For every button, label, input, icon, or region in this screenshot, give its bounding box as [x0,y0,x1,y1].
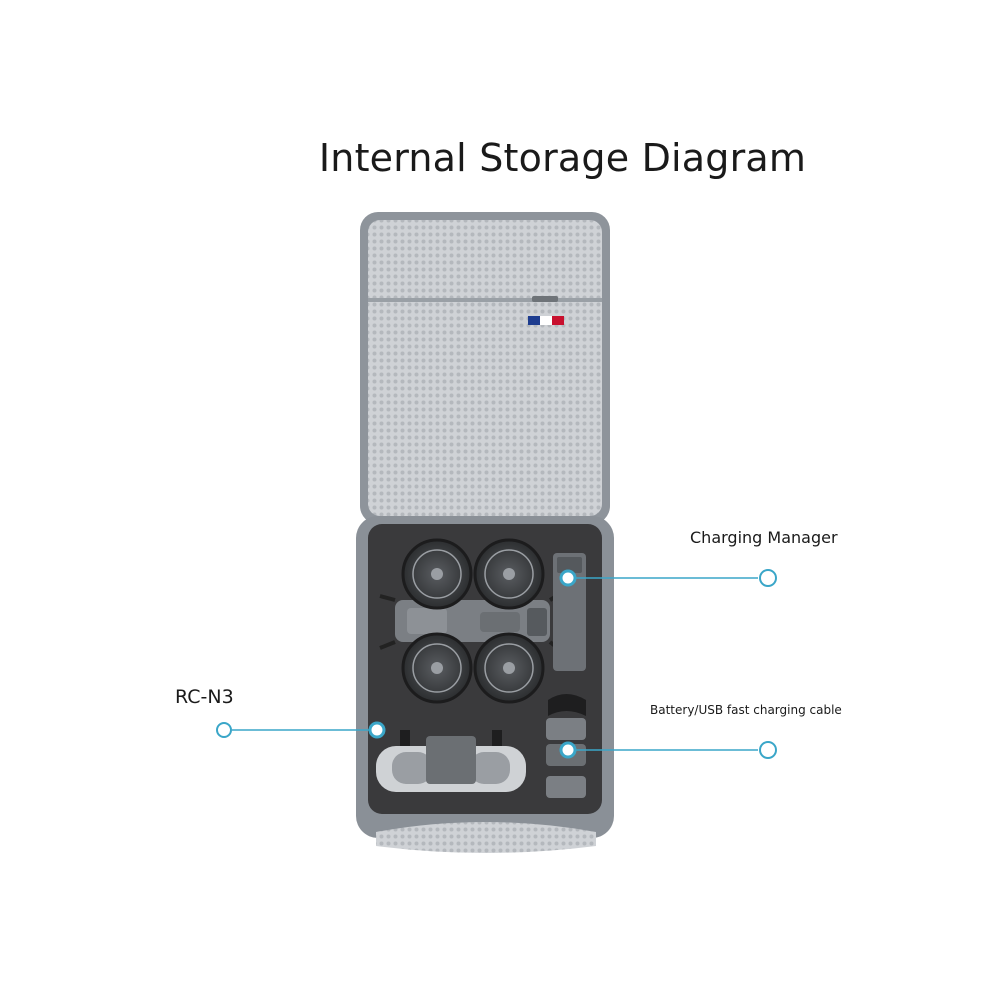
callout-battery-cable [559,741,777,759]
drone [379,538,562,704]
callout-endpoint-icon [759,569,777,587]
label-battery-cable: Battery/USB fast charging cable [650,703,842,717]
case-lid [360,212,610,524]
label-charging-manager: Charging Manager [690,528,838,547]
case-base [356,516,614,853]
propeller-guard-icon [401,632,473,704]
callout-marker-icon [368,721,386,739]
rc-n3-controller [376,730,526,792]
tricolor-tag-icon [528,316,564,325]
propeller-guard-icon [473,632,545,704]
callout-endpoint-icon [759,741,777,759]
page-title: Internal Storage Diagram [318,136,807,180]
callout-marker-icon [559,741,577,759]
zipper-pull [532,296,558,302]
callout-endpoint-icon [216,722,232,738]
propeller-guard-icon [401,538,473,610]
callout-charging-manager [559,569,777,587]
callout-marker-icon [559,569,577,587]
propeller-guard-icon [473,538,545,610]
callout-rc-n3 [216,721,386,739]
label-rc-n3: RC-N3 [175,686,234,708]
